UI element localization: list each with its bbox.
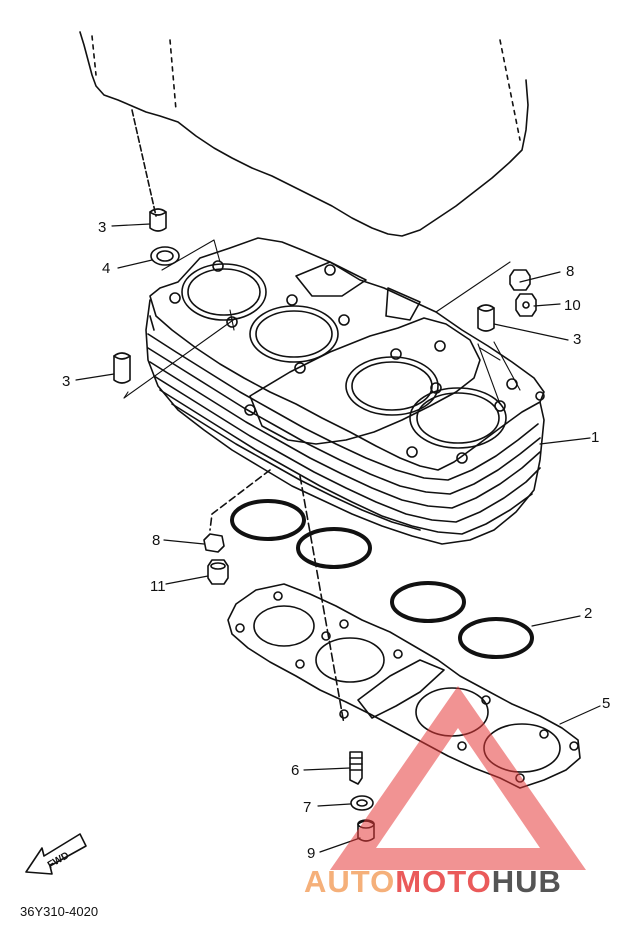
callout-4: 4 <box>102 260 110 277</box>
callout-9: 9 <box>307 845 315 862</box>
svg-text:AUTOMOTOHUB: AUTOMOTOHUB <box>304 864 562 899</box>
callout-2: 2 <box>584 605 592 622</box>
stud-bolt-6 <box>349 751 363 785</box>
part-code: 36Y310-4020 <box>20 904 98 919</box>
nut-10 <box>515 293 537 317</box>
o-ring-3 <box>390 581 466 623</box>
cylinder-block <box>145 237 545 545</box>
callout-11: 11 <box>150 578 166 595</box>
dowel-pin-3-left <box>113 352 131 384</box>
bore-2 <box>249 305 339 363</box>
callout-8b: 8 <box>152 532 160 549</box>
callout-3a: 3 <box>98 219 106 236</box>
callout-5: 5 <box>602 695 610 712</box>
bore-3 <box>345 356 439 416</box>
nut-11 <box>207 559 229 585</box>
warning-triangle-icon <box>330 686 586 870</box>
bore-4 <box>409 387 507 449</box>
callout-1: 1 <box>591 429 599 446</box>
leader-lines <box>75 223 601 853</box>
brand-auto: AUTO <box>304 864 395 899</box>
guide-line-dowel <box>209 469 271 531</box>
brand-hub: HUB <box>492 864 562 899</box>
callout-3b: 3 <box>62 373 70 390</box>
o-ring-2 <box>296 527 372 569</box>
o-ring-4 <box>458 617 534 659</box>
o-ring-washer-4 <box>150 246 180 266</box>
guide-line <box>131 109 157 217</box>
callout-10: 10 <box>564 297 581 314</box>
cylinder-head-fin-lines <box>91 35 521 141</box>
bore-1 <box>181 263 267 321</box>
washer-8-left <box>203 533 225 553</box>
washer-7 <box>350 795 374 811</box>
automotohub-logo: AUTOMOTOHUB <box>304 686 586 899</box>
stud-holes <box>169 260 545 464</box>
brand-moto: MOTO <box>395 864 491 899</box>
callout-7: 7 <box>303 799 311 816</box>
guide-lines-block <box>123 239 521 405</box>
callout-8a: 8 <box>566 263 574 280</box>
fwd-arrow-icon <box>25 833 87 875</box>
callout-6: 6 <box>291 762 299 779</box>
callout-3c: 3 <box>573 331 581 348</box>
cylinder-head-outline <box>79 31 529 237</box>
o-ring-1 <box>230 499 306 541</box>
washer-8-top <box>509 269 531 291</box>
dowel-pin-3-top <box>149 208 167 232</box>
dowel-pin-3-right <box>477 304 495 332</box>
